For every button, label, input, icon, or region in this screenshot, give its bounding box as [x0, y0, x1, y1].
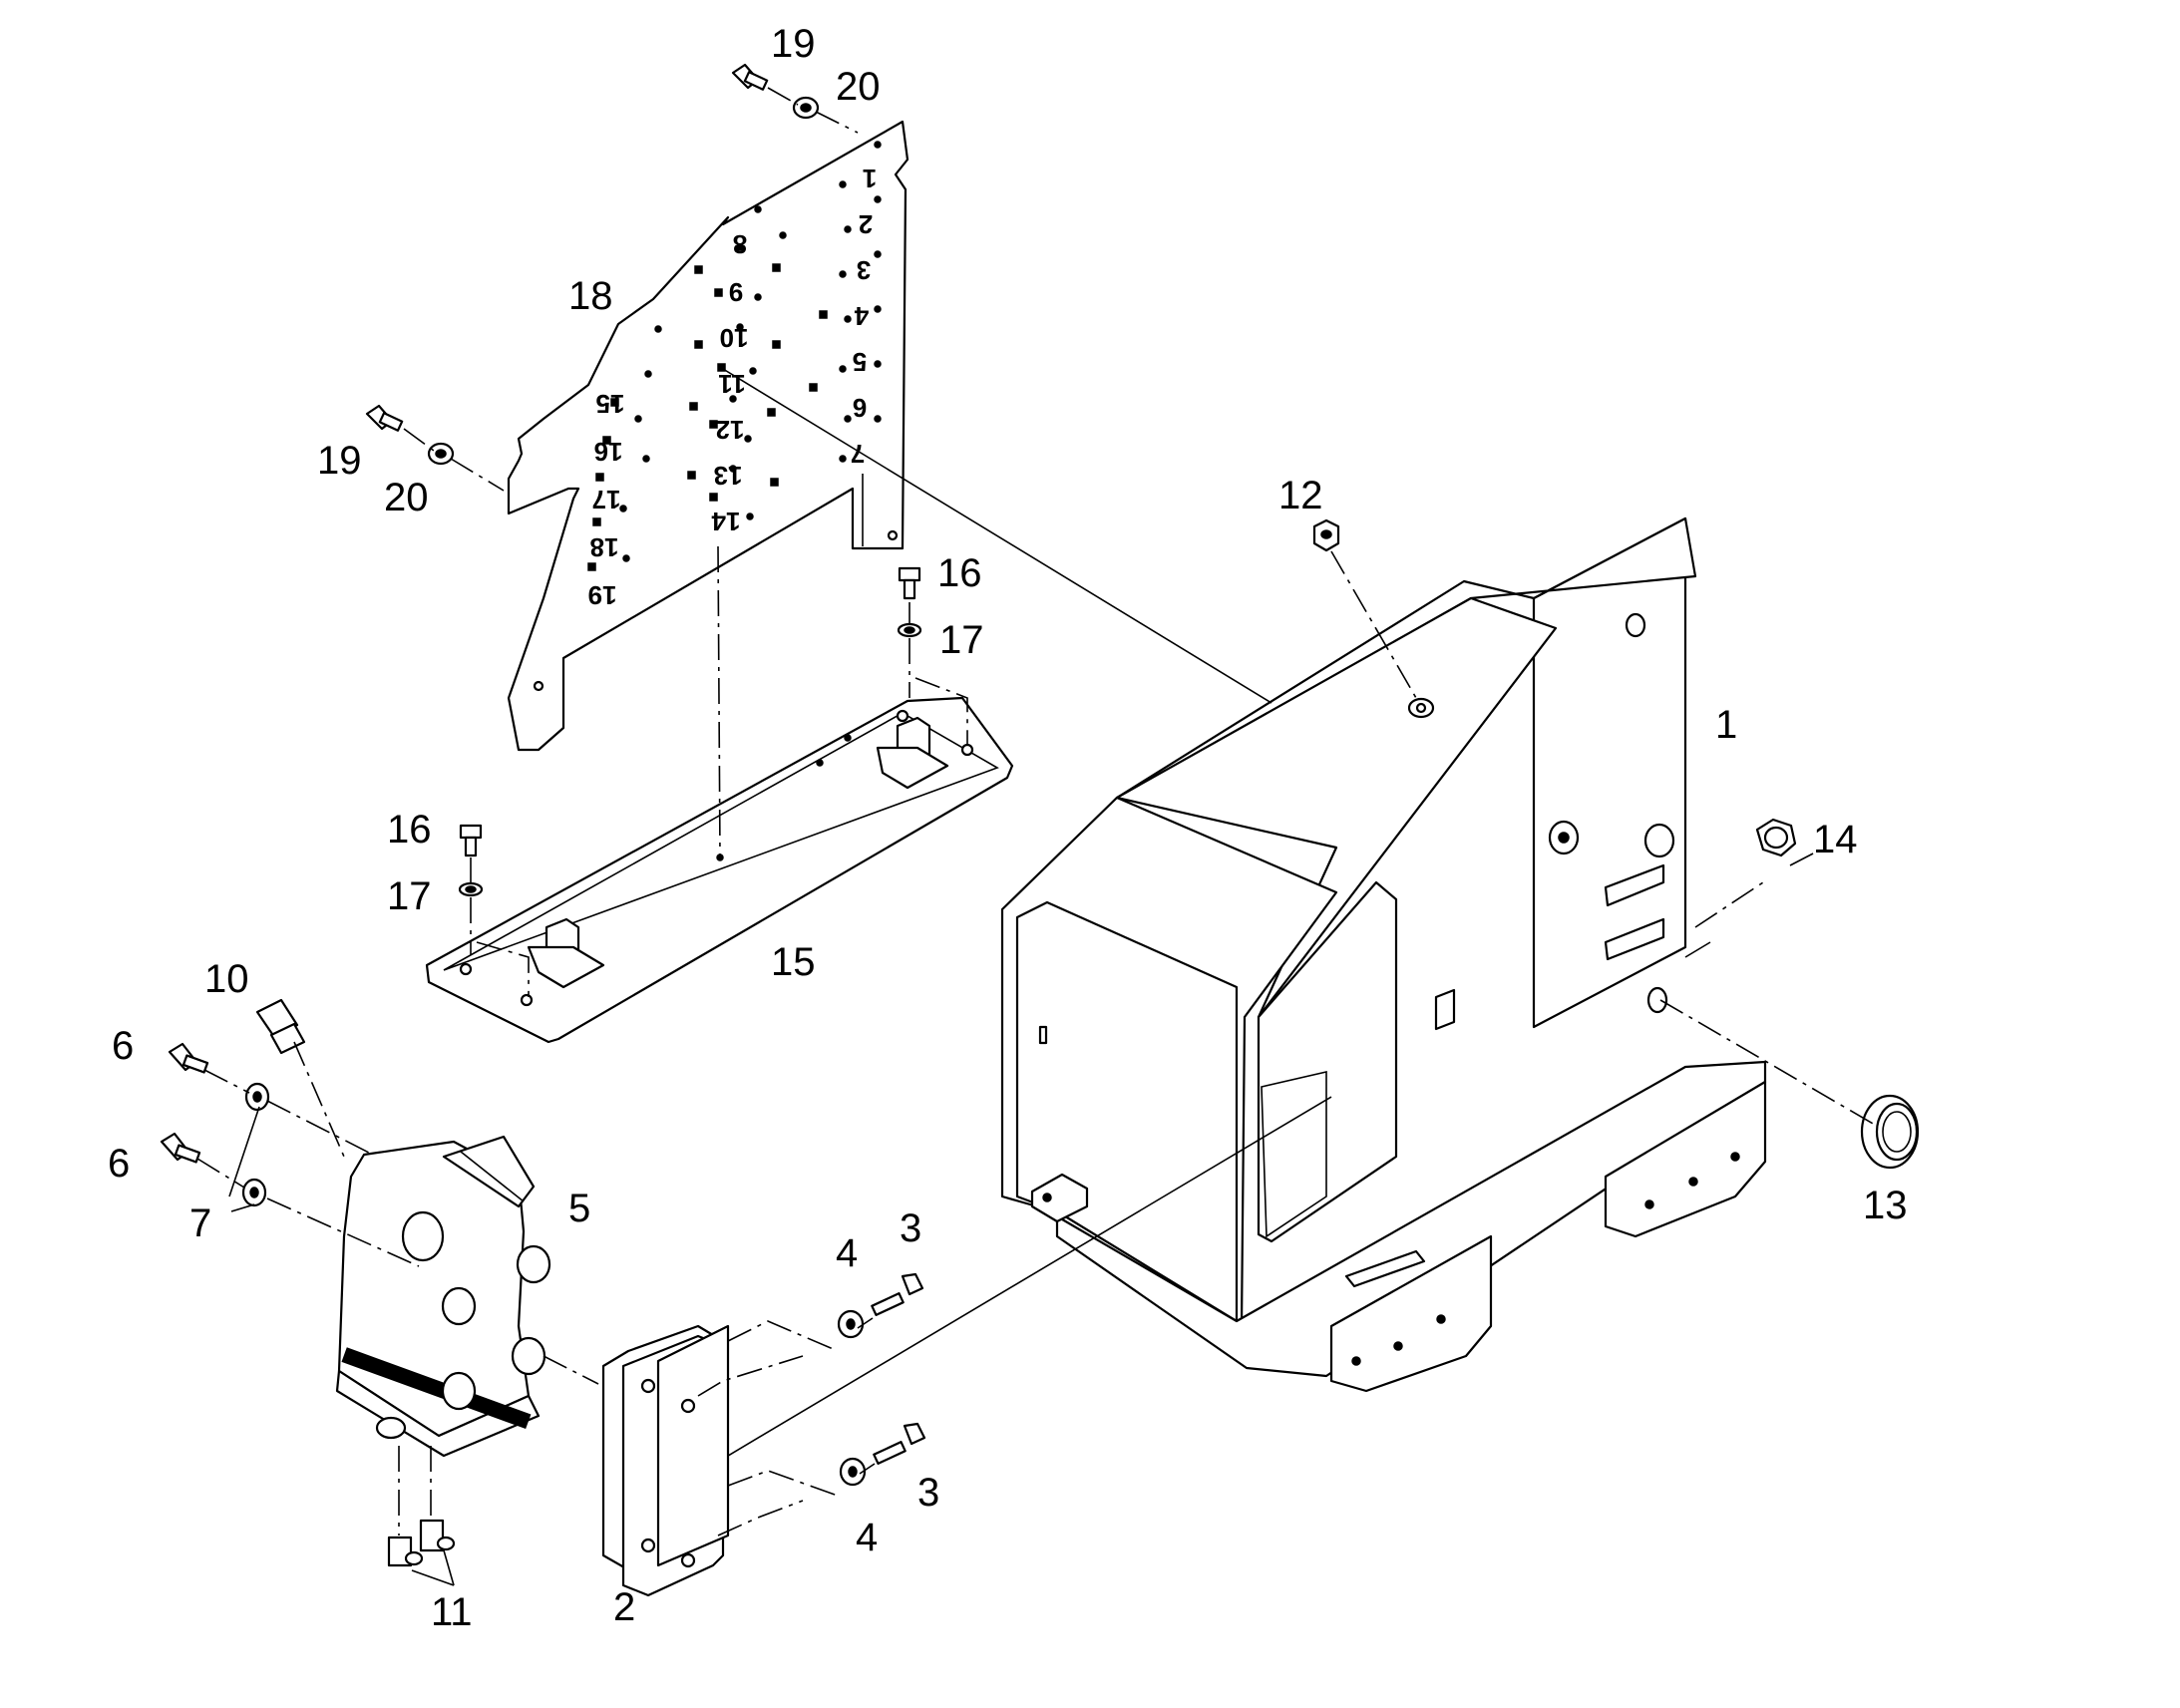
callout-19-top: 19 — [771, 22, 816, 66]
callout-16-lower: 16 — [387, 808, 432, 852]
callout-16-upper: 16 — [937, 551, 982, 595]
plate-label-5: 5 — [853, 347, 867, 377]
part-19-screw-left — [365, 404, 404, 432]
part-3-bolt-lower — [873, 1422, 926, 1465]
part-17-washer-lower — [458, 881, 484, 897]
callout-10: 10 — [204, 957, 249, 1001]
part-13-grommet — [1860, 1094, 1920, 1170]
plate-label-2: 2 — [859, 209, 873, 239]
part-17-washer-upper — [897, 622, 922, 638]
part-14-nut — [1755, 818, 1797, 857]
part-16-bolt-lower — [459, 824, 483, 857]
plate-label-16: 16 — [594, 437, 623, 467]
plate-label-12: 12 — [716, 415, 745, 445]
callout-12: 12 — [1278, 474, 1323, 517]
callout-20-left: 20 — [384, 476, 429, 519]
callout-17-lower: 17 — [387, 874, 432, 918]
plate-number-labels: 1 2 3 4 5 6 7 8 9 10 11 12 13 14 15 16 1… — [588, 164, 878, 610]
plate-label-17: 17 — [592, 485, 621, 514]
part-4-washer-upper — [837, 1309, 865, 1339]
part-18-plate: 1 2 3 4 5 6 7 8 9 10 11 12 13 14 15 16 1… — [507, 120, 909, 752]
callout-2: 2 — [613, 1585, 635, 1629]
callout-14: 14 — [1813, 818, 1858, 861]
plate-label-15: 15 — [596, 389, 625, 419]
plate-label-7: 7 — [851, 439, 865, 469]
callout-19-left: 19 — [317, 439, 362, 483]
plate-label-10: 10 — [720, 323, 749, 353]
part-16-bolt-upper — [898, 566, 921, 600]
part-4-washer-lower — [839, 1457, 867, 1487]
callout-3-upper: 3 — [900, 1206, 921, 1250]
callout-13: 13 — [1863, 1184, 1908, 1227]
plate-label-6: 6 — [853, 393, 867, 423]
callout-5: 5 — [568, 1187, 590, 1230]
callout-6-upper: 6 — [112, 1024, 134, 1068]
part-1-frame — [1000, 516, 1767, 1393]
part-7-washer-upper — [244, 1082, 270, 1112]
plate-label-18: 18 — [590, 532, 619, 562]
callout-6-lower: 6 — [108, 1142, 130, 1186]
callout-3-lower: 3 — [917, 1471, 939, 1515]
part-15-bracket — [425, 696, 1014, 1044]
part-6-screw-upper — [168, 1042, 209, 1074]
plate-label-1: 1 — [863, 164, 877, 193]
part-5-block-assembly — [335, 1135, 551, 1458]
callout-18: 18 — [568, 274, 613, 318]
plate-label-11: 11 — [718, 369, 746, 399]
part-3-bolt-upper — [871, 1272, 924, 1316]
callout-4-lower: 4 — [856, 1516, 878, 1559]
plate-label-9: 9 — [729, 277, 743, 307]
callout-4-upper: 4 — [836, 1231, 858, 1275]
callout-17-upper: 17 — [939, 618, 984, 662]
part-7-washer-lower — [241, 1178, 267, 1207]
plate-hole-grid — [587, 141, 882, 571]
part-6-screw-lower — [160, 1132, 201, 1164]
plate-label-14: 14 — [711, 507, 740, 536]
callout-15: 15 — [771, 940, 816, 984]
callout-20-top: 20 — [836, 65, 881, 109]
plate-label-3: 3 — [857, 255, 871, 285]
part-19-screw-top — [731, 63, 769, 91]
callout-7: 7 — [189, 1201, 211, 1245]
plate-label-8: 8 — [733, 229, 747, 259]
plate-label-4: 4 — [854, 301, 869, 331]
plate-label-13: 13 — [714, 461, 743, 491]
leader-lines — [196, 87, 1876, 1586]
part-11-fittings — [387, 1519, 456, 1567]
part-2-bracket — [601, 1324, 730, 1597]
callout-1: 1 — [1715, 703, 1737, 747]
part-20-washer-top — [792, 96, 820, 120]
callout-labels: 1 2 3 3 4 4 5 6 6 7 10 11 12 13 14 15 16… — [108, 22, 1908, 1634]
part-10-fitting — [255, 998, 306, 1055]
plate-label-19: 19 — [588, 580, 617, 610]
callout-11: 11 — [431, 1590, 473, 1634]
part-12-nut — [1312, 518, 1340, 552]
part-20-washer-left — [427, 442, 455, 466]
